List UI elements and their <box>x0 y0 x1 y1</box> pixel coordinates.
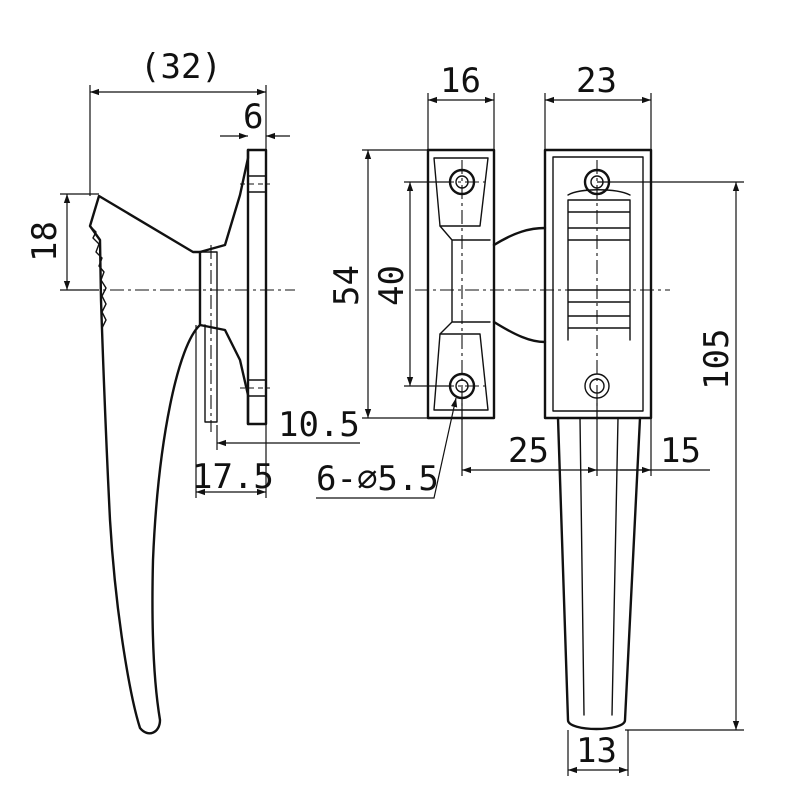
dim-grip-width: 13 <box>576 731 617 771</box>
dim-side-depth: 17.5 <box>192 457 274 497</box>
shaft-body <box>199 251 218 423</box>
dim-total-length: 105 <box>697 329 737 390</box>
dim-hole-offset: 25 <box>508 431 549 471</box>
handle-grip <box>556 416 642 731</box>
dim-side-width: (32) <box>140 47 222 87</box>
handle-body <box>543 148 653 420</box>
connecting-bridge <box>492 226 547 344</box>
dim-base-height: 54 <box>327 265 367 306</box>
lever-serration <box>89 225 107 329</box>
upper-screw-head <box>247 175 267 193</box>
front-view: 16 23 54 40 6-⌀5.5 25 15 105 13 <box>316 61 744 776</box>
dim-side-height: 18 <box>25 221 65 262</box>
side-view: (32) 6 18 10.5 17.5 <box>25 47 360 735</box>
handle-inner-frame <box>552 156 644 412</box>
handle-ribs <box>567 199 631 341</box>
grip-inner-line <box>579 417 619 716</box>
dim-edge-offset: 15 <box>660 431 701 471</box>
hole-callout: 6-⌀5.5 <box>316 459 439 499</box>
base-web <box>439 225 491 335</box>
lower-screw-head <box>247 379 267 397</box>
handle-cam <box>567 189 631 196</box>
dim-side-offset: 10.5 <box>278 405 360 445</box>
dim-hole-spacing: 40 <box>372 265 412 306</box>
base-plate <box>426 148 496 420</box>
dim-side-thickness: 6 <box>243 97 263 137</box>
dim-base-width: 16 <box>440 61 481 101</box>
dim-handle-width: 23 <box>576 61 617 101</box>
lever-neck <box>198 148 268 426</box>
upper-boss <box>433 157 489 227</box>
lever-outline <box>88 194 202 735</box>
lower-boss <box>433 333 489 411</box>
